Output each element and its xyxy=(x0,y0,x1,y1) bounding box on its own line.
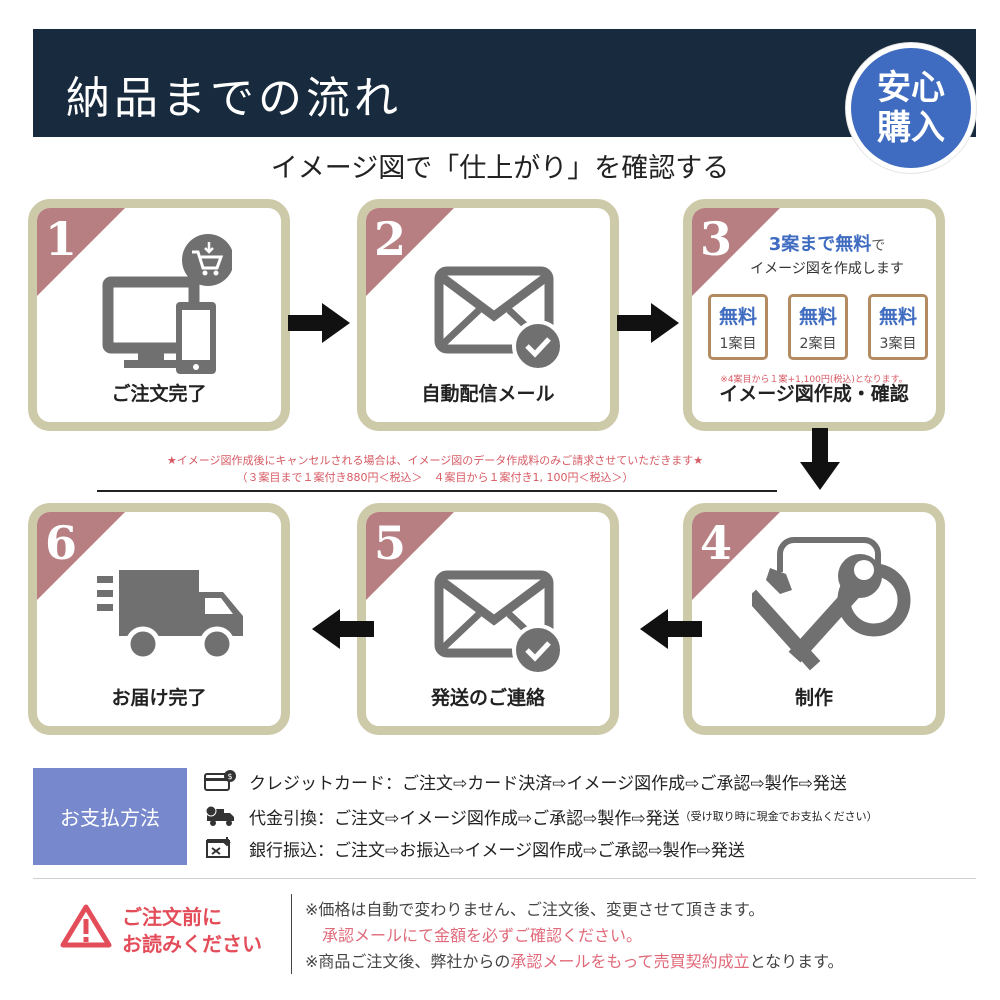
free-box-bottom: 1案目 xyxy=(719,336,757,352)
badge-line-2: 購入 xyxy=(877,108,945,148)
payment-text: 銀行振込：ご注文⇨お振込⇨イメージ図作成⇨ご承認⇨製作⇨発送 xyxy=(249,840,745,861)
payment-row-bank: 銀行振込：ご注文⇨お振込⇨イメージ図作成⇨ご承認⇨製作⇨発送 xyxy=(203,833,745,863)
warning-divider xyxy=(291,894,292,974)
free-box-top: 無料 xyxy=(718,306,757,328)
warning-line-2: 承認メールにて金額を必ずご確認ください。 xyxy=(322,926,643,945)
step3-heading-tail: で xyxy=(871,238,886,254)
warning-title: ご注文前に お読みください xyxy=(122,904,262,958)
arrow-right-icon xyxy=(617,303,679,343)
free-box-bottom: 3案目 xyxy=(879,336,917,352)
free-box-top: 無料 xyxy=(798,306,837,328)
step-number: 5 xyxy=(374,516,407,570)
payment-note: （受け取り時に現金でお支払ください） xyxy=(679,810,878,823)
arrow-left-icon xyxy=(312,609,374,649)
header-bar xyxy=(33,29,976,137)
step-number: 4 xyxy=(700,516,733,570)
step3-heading-strong: 3案まで無料 xyxy=(768,234,872,255)
step-number: 1 xyxy=(45,212,78,266)
badge-line-1: 安心 xyxy=(877,68,945,108)
page-title: 納品までの流れ xyxy=(66,73,402,124)
step-card-1: 1 ご注文完了 xyxy=(28,199,290,431)
delivery-truck-icon xyxy=(97,570,243,662)
step-label: イメージ図作成・確認 xyxy=(719,383,909,405)
payment-row-credit: $ クレジットカード：ご注文⇨カード決済⇨イメージ図作成⇨ご承認⇨製作⇨発送 xyxy=(203,766,847,796)
subtitle: イメージ図で「仕上がり」を確認する xyxy=(270,153,730,184)
step-label: 発送のご連絡 xyxy=(430,687,545,709)
free-box-bottom: 2案目 xyxy=(799,336,837,352)
trust-badge: 安心 購入 xyxy=(846,43,976,173)
credit-card-icon: $ xyxy=(204,770,236,791)
payment-title: お支払方法 xyxy=(33,768,187,865)
payment-text: 代金引換：ご注文⇨イメージ図作成⇨ご承認⇨製作⇨発送 xyxy=(249,808,680,829)
free-box-1: 無料 1案目 xyxy=(708,294,768,360)
cod-truck-icon xyxy=(205,805,234,826)
free-box-3: 無料 3案目 xyxy=(868,294,928,360)
divider xyxy=(97,490,777,492)
step-card-5: 5 発送のご連絡 xyxy=(357,503,619,735)
step-number: 6 xyxy=(45,516,78,570)
warning-line-1: ※価格は自動で変わりません、ご注文後、変更させて頂きます。 xyxy=(305,900,765,919)
step3-note: ※4案目から１案+1,100円(税込)となります。 xyxy=(720,375,908,385)
computer-phone-cart-icon xyxy=(102,234,232,374)
step-number: 2 xyxy=(374,212,407,266)
step-number: 3 xyxy=(700,212,733,266)
warning-title-line-2: お読みください xyxy=(122,932,262,956)
step-corner xyxy=(37,512,125,600)
step-card-6: 6 お届け完了 xyxy=(28,503,290,735)
free-box-top: 無料 xyxy=(878,306,917,328)
cancel-notice-line-1: ★イメージ図作成後にキャンセルされる場合は、イメージ図のデータ作成料のみご請求さ… xyxy=(166,454,704,467)
warning-line-3-a: ※商品ご注文後、弊社からの xyxy=(305,952,511,971)
step-corner xyxy=(692,208,780,296)
payment-text: クレジットカード：ご注文⇨カード決済⇨イメージ図作成⇨ご承認⇨製作⇨発送 xyxy=(249,773,847,794)
tools-icon xyxy=(752,537,911,671)
step-label: 自動配信メール xyxy=(421,383,555,405)
step-label: お届け完了 xyxy=(111,687,207,709)
step-corner xyxy=(692,512,780,600)
arrow-right-icon xyxy=(288,303,350,343)
step-card-4: 4 制作 xyxy=(683,503,945,735)
warning-line-3-b: 承認メールをもって売買契約成立 xyxy=(510,952,750,971)
arrow-left-icon xyxy=(640,609,702,649)
payment-row-cod: 代金引換：ご注文⇨イメージ図作成⇨ご承認⇨製作⇨発送 （受け取り時に現金でお支払… xyxy=(203,801,878,831)
step-card-2: 2 自動配信メール xyxy=(357,199,619,431)
step-label: ご注文完了 xyxy=(111,383,207,405)
step3-subheading: イメージ図を作成します xyxy=(750,261,904,277)
arrow-down-icon xyxy=(800,428,840,490)
warning-title-line-1: ご注文前に xyxy=(122,905,222,929)
free-box-2: 無料 2案目 xyxy=(788,294,848,360)
divider xyxy=(33,878,976,879)
cancel-notice-line-2: （３案目まで１案付き880円＜税込＞ ４案目から１案付き1, 100円＜税込＞） xyxy=(236,471,634,484)
warning-line-3: ※商品ご注文後、弊社からの承認メールをもって売買契約成立となります。 xyxy=(305,948,844,972)
svg-text:$: $ xyxy=(228,772,233,781)
step-label: 制作 xyxy=(794,687,833,709)
bank-transfer-icon xyxy=(206,837,231,858)
step-card-3: 3 3案まで無料で イメージ図を作成します 無料 1案目 無料 2案目 無料 3… xyxy=(683,199,945,431)
mail-check-icon xyxy=(434,266,564,372)
mail-check-icon xyxy=(434,570,564,676)
step3-heading: 3案まで無料で xyxy=(722,230,932,256)
warning-icon xyxy=(60,904,112,948)
warning-line-3-c: となります。 xyxy=(749,952,844,971)
